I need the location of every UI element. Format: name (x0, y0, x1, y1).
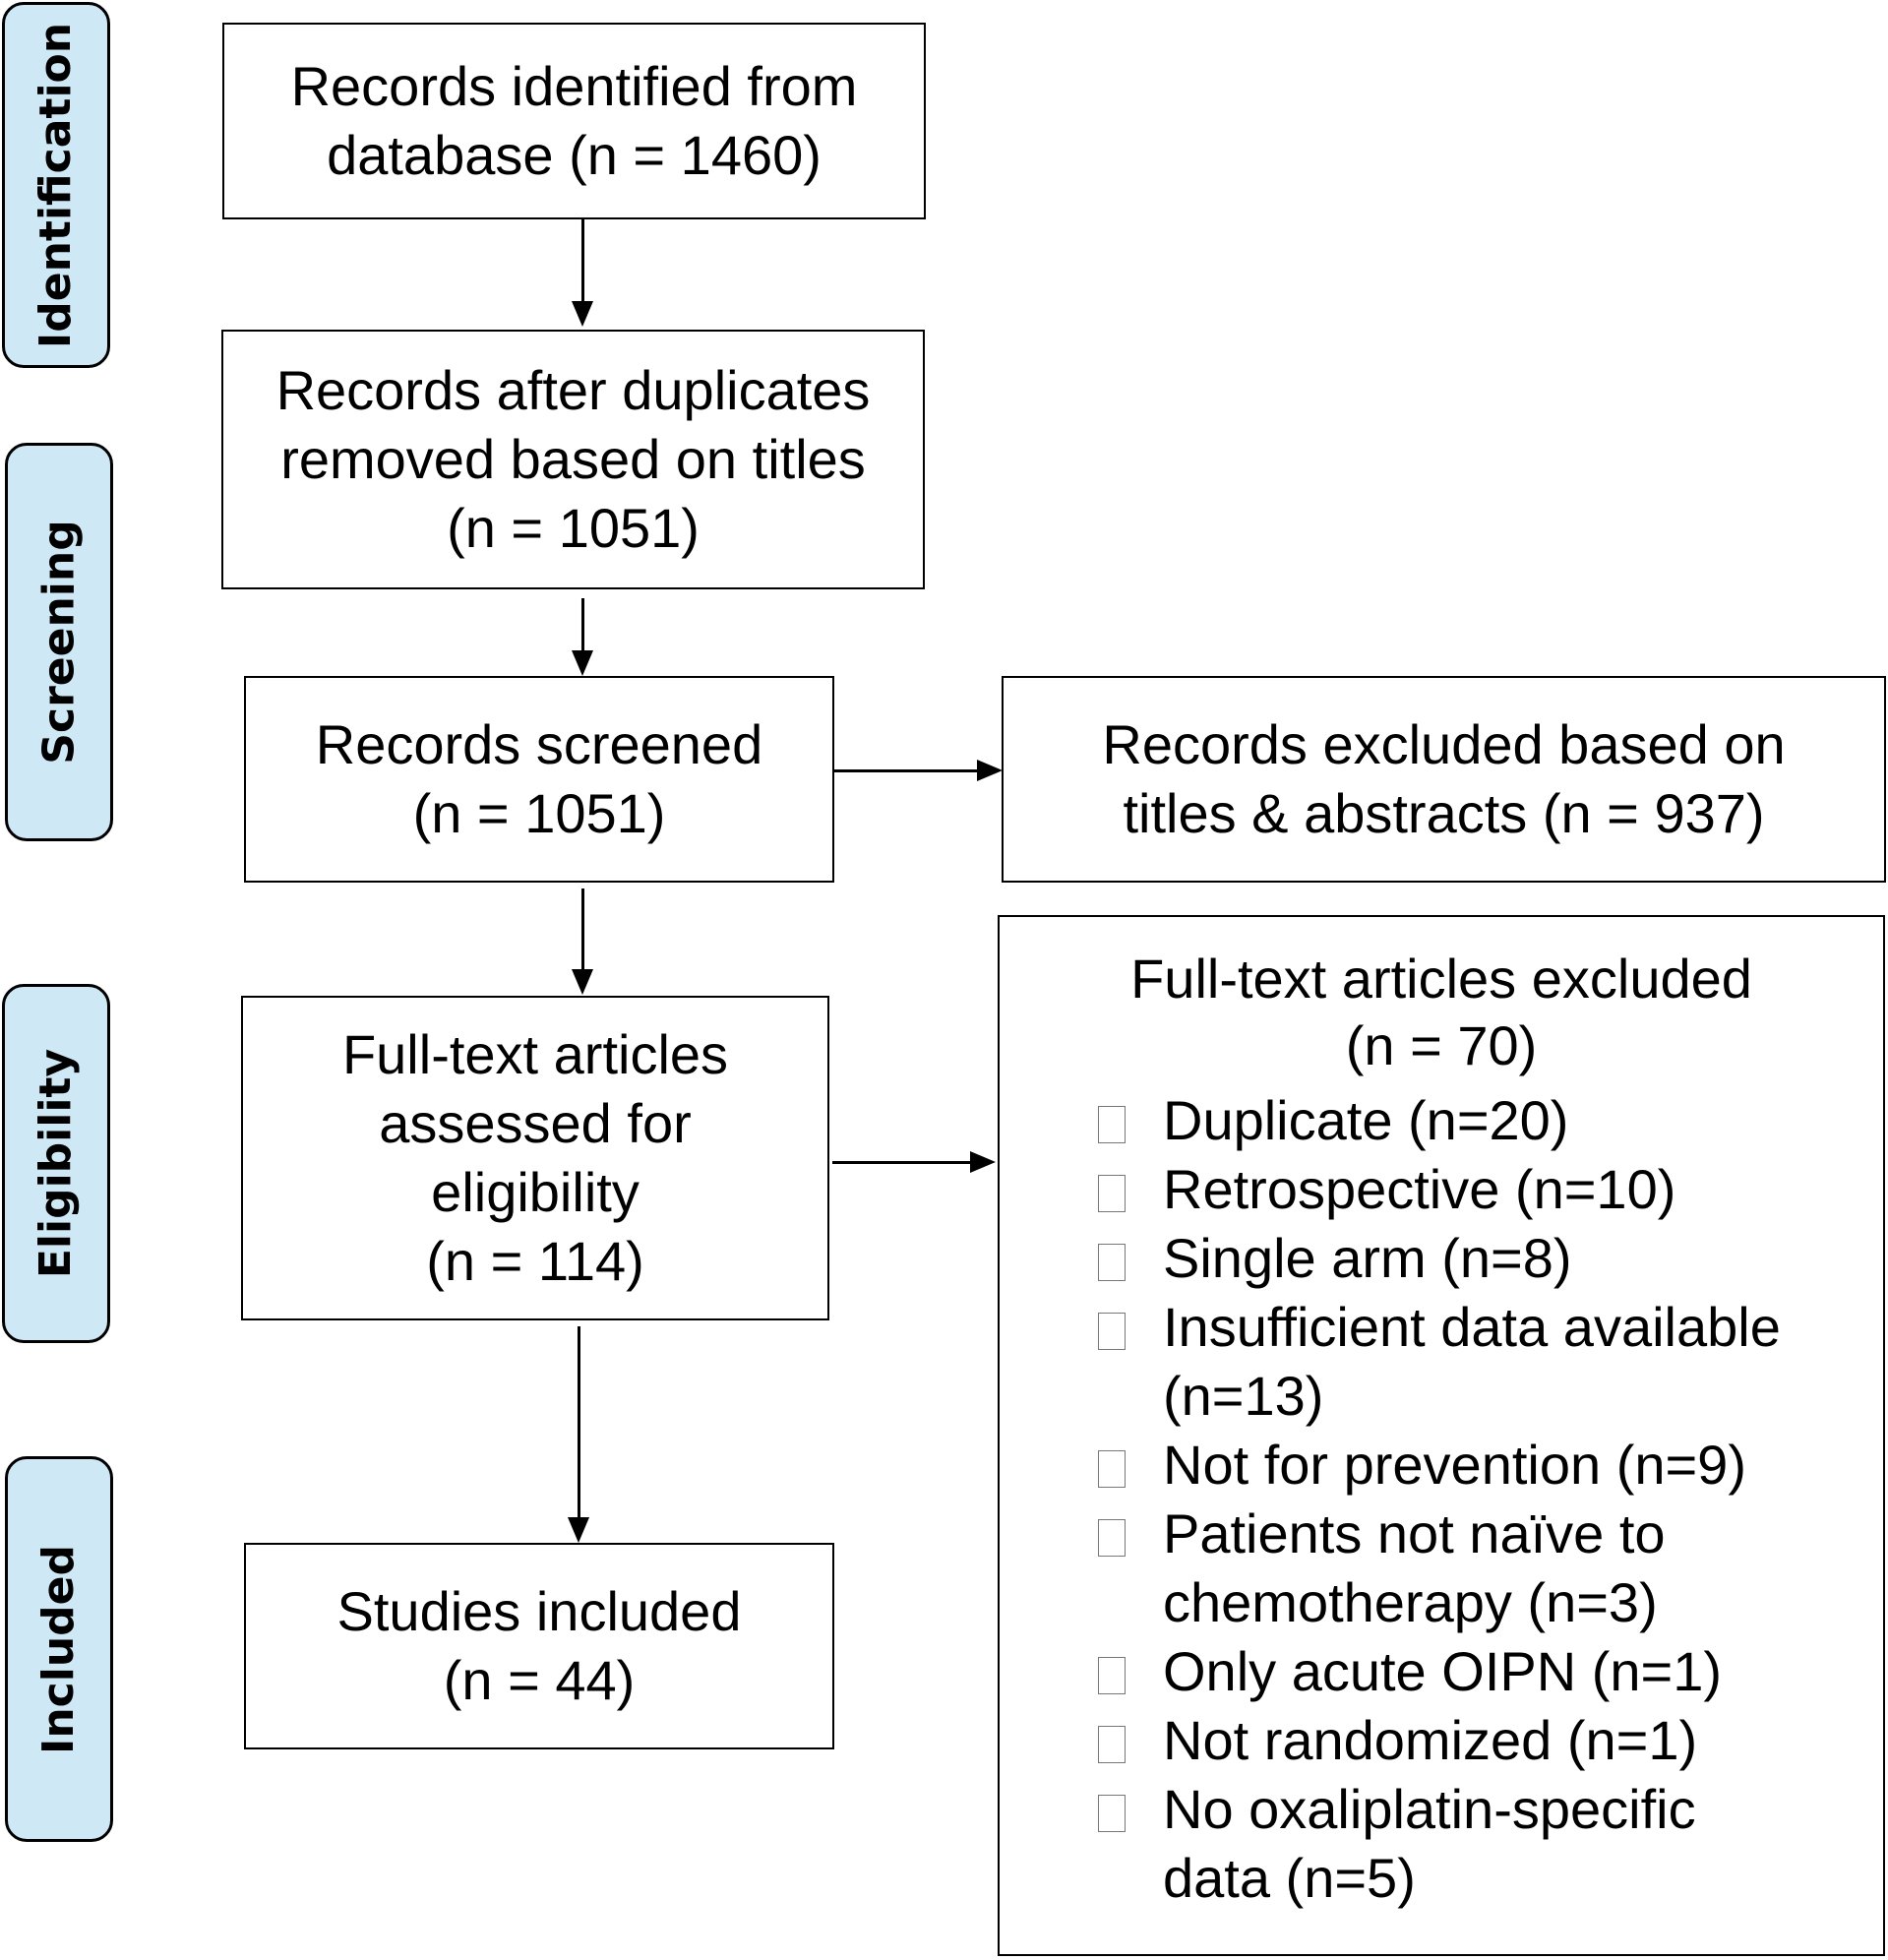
box-line: Records identified from (290, 55, 858, 117)
stage-eligibility: Eligibility (2, 984, 110, 1343)
exclusion-item: Not for prevention (n=9) (1098, 1431, 1781, 1500)
box-line: titles & abstracts (n = 937) (1123, 782, 1765, 844)
checkbox-icon (1098, 1657, 1126, 1694)
exclusion-item: Duplicate (n=20) (1098, 1086, 1781, 1155)
exclusion-item: Retrospective (n=10) (1098, 1155, 1781, 1224)
checkbox-icon (1098, 1519, 1126, 1557)
exclusion-text: Not for prevention (n=9) (1163, 1434, 1746, 1496)
stage-label: Eligibility (30, 1048, 82, 1279)
checkbox-icon (1098, 1795, 1126, 1832)
checkbox-icon (1098, 1726, 1126, 1763)
stage-screening: Screening (5, 443, 113, 841)
fulltext-excluded-box: Full-text articles excluded (n = 70) Dup… (998, 915, 1885, 1956)
checkbox-icon (1098, 1106, 1126, 1143)
records-identified-box: Records identified from database (n = 14… (222, 23, 926, 219)
exclusion-item: Only acute OIPN (n=1) (1098, 1637, 1781, 1706)
box-line: Records after duplicates (275, 359, 871, 421)
box-line: removed based on titles (280, 428, 866, 490)
excluded-title-line: (n = 70) (1345, 1014, 1538, 1076)
exclusion-item: Insufficient data available(n=13) (1098, 1293, 1781, 1431)
box-line: (n = 1051) (447, 497, 700, 559)
stage-identification: Identification (2, 2, 110, 368)
exclusion-text: Insufficient data available(n=13) (1163, 1296, 1781, 1427)
checkbox-icon (1098, 1244, 1126, 1281)
exclusion-text: Not randomized (n=1) (1163, 1709, 1698, 1771)
stage-label: Identification (30, 22, 82, 348)
records-excluded-box: Records excluded based on titles & abstr… (1002, 676, 1886, 883)
box-line: Records excluded based on (1102, 713, 1786, 775)
stage-label: Included (33, 1544, 85, 1754)
exclusion-text: Single arm (n=8) (1163, 1227, 1572, 1289)
exclusion-text: Duplicate (n=20) (1163, 1089, 1569, 1151)
exclusion-text: Only acute OIPN (n=1) (1163, 1640, 1723, 1702)
box-line: (n = 44) (443, 1649, 636, 1711)
box-line: assessed for (379, 1092, 692, 1154)
box-line: (n = 1051) (412, 782, 666, 844)
records-screened-box: Records screened (n = 1051) (244, 676, 834, 883)
exclusion-item: Not randomized (n=1) (1098, 1706, 1781, 1775)
fulltext-assessed-box: Full-text articles assessed for eligibil… (241, 996, 829, 1320)
box-line: database (n = 1460) (327, 124, 822, 186)
studies-included-box: Studies included (n = 44) (244, 1543, 834, 1749)
excluded-title-line: Full-text articles excluded (1130, 948, 1752, 1010)
checkbox-icon (1098, 1450, 1126, 1488)
checkbox-icon (1098, 1175, 1126, 1212)
exclusion-text: Retrospective (n=10) (1163, 1158, 1676, 1220)
exclusion-item: Single arm (n=8) (1098, 1224, 1781, 1293)
box-line: Full-text articles (341, 1023, 729, 1085)
box-line: Studies included (336, 1580, 742, 1642)
stage-label: Screening (33, 520, 85, 765)
checkbox-icon (1098, 1313, 1126, 1350)
box-line: (n = 114) (426, 1230, 644, 1292)
box-line: Records screened (315, 713, 763, 775)
records-deduplicated-box: Records after duplicates removed based o… (221, 330, 925, 589)
stage-included: Included (5, 1456, 113, 1842)
box-line: eligibility (431, 1161, 639, 1223)
exclusion-reasons-list: Duplicate (n=20) Retrospective (n=10) Si… (1098, 1086, 1781, 1913)
